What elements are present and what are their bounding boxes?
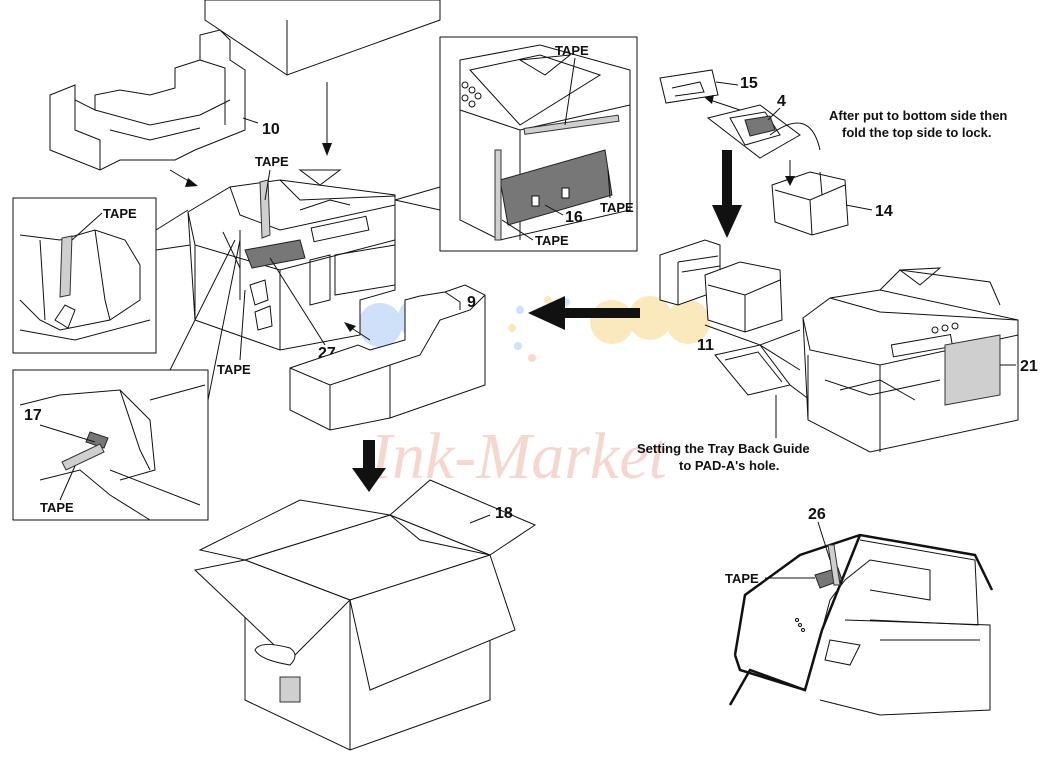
box-18: 18 <box>193 479 537 751</box>
label-tape-detail-16-top: TAPE <box>555 43 589 58</box>
label-part-21: 21 <box>1020 358 1038 375</box>
label-tape-detail-16-bottom: TAPE <box>535 233 569 248</box>
label-part-15: 15 <box>740 75 758 92</box>
label-tape-main-top: TAPE <box>255 154 289 169</box>
assembly-right: 11 21 Setting the Tray Back Guide to PAD… <box>637 239 1038 473</box>
label-tape-main-bottom: TAPE <box>217 362 251 377</box>
label-tape-detail-16-right: TAPE <box>600 200 634 215</box>
detail-box-hinge-tape: TAPE <box>12 197 226 354</box>
pad-10: 10 <box>49 29 280 187</box>
main-copier: TAPE TAPE 27 <box>159 154 441 401</box>
detail-part-26: 26 TAPE <box>725 506 994 716</box>
note-tray-line1: Setting the Tray Back Guide <box>637 441 810 456</box>
label-part-4: 4 <box>777 93 786 110</box>
label-part-18: 18 <box>495 505 513 522</box>
label-part-14: 14 <box>875 203 893 220</box>
arrow-down-right <box>712 150 742 238</box>
parts-15-4-14: 15 4 After put to bottom side then fold … <box>659 69 1007 236</box>
top-box-fragment <box>204 0 441 156</box>
note-fold-line1: After put to bottom side then <box>829 108 1007 123</box>
label-part-17: 17 <box>24 407 42 424</box>
detail-box-part-17: 17 TAPE <box>12 369 209 521</box>
label-part-26: 26 <box>808 506 826 523</box>
label-tape-detail-17: TAPE <box>40 500 74 515</box>
detail-box-part-16: TAPE 16 TAPE TAPE <box>439 36 638 252</box>
label-part-9: 9 <box>467 294 476 311</box>
arrow-to-box-18 <box>352 440 386 492</box>
watermark-text: Ink-Market <box>369 420 669 493</box>
pad-9: 9 <box>289 284 486 431</box>
label-tape-detail-26: TAPE <box>725 571 759 586</box>
label-part-10: 10 <box>262 121 280 138</box>
arrow-to-pad-9 <box>528 296 640 330</box>
label-part-11: 11 <box>697 337 714 354</box>
note-tray-line2: to PAD-A's hole. <box>679 458 779 473</box>
label-tape-detail-1: TAPE <box>103 206 137 221</box>
label-part-16: 16 <box>565 209 583 226</box>
note-fold-line2: fold the top side to lock. <box>842 125 992 140</box>
